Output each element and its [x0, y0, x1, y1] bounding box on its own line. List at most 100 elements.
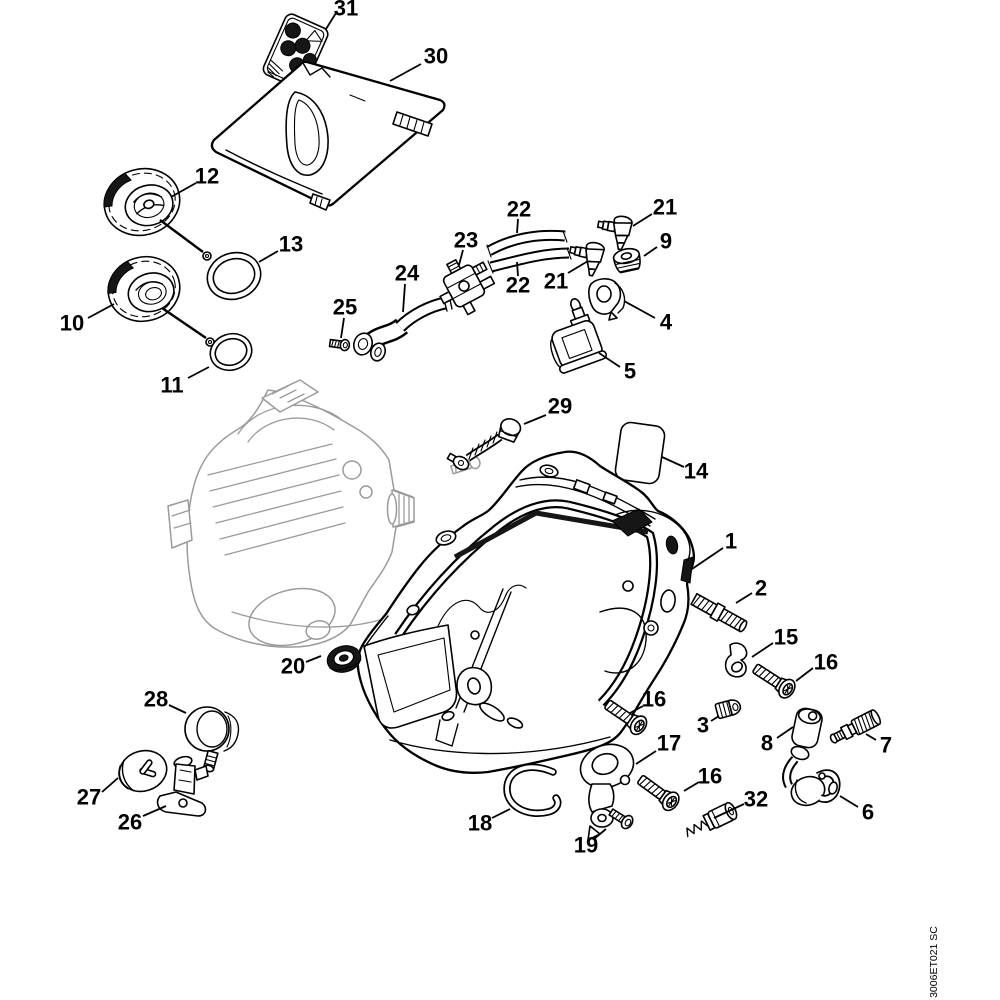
part-3-nipple: [714, 699, 742, 720]
part-number-label: 27: [77, 785, 101, 810]
part-1-tank-housing: [356, 450, 696, 774]
leader-line: [258, 250, 279, 263]
part-10-cap: [107, 255, 215, 347]
part-callout-26: 26: [118, 805, 167, 835]
part-number-label: 13: [279, 232, 303, 257]
part-2-stud: [690, 592, 748, 633]
leader-line: [170, 182, 197, 198]
part-callout-16: 16: [629, 687, 666, 714]
part-number-label: 24: [395, 261, 420, 286]
part-5-filter: [550, 298, 608, 374]
part-number-label: 29: [548, 394, 572, 419]
engine-reference: [167, 379, 481, 648]
part-callout-32: 32: [713, 787, 768, 819]
leader-line: [340, 317, 345, 339]
part-29-vent-hose: [446, 418, 522, 471]
leader-line: [683, 781, 700, 792]
part-number-label: 4: [660, 310, 673, 335]
part-callout-16: 16: [683, 764, 722, 792]
leader-line: [751, 642, 774, 658]
part-callout-11: 11: [160, 366, 210, 398]
part-24-elbow-pipe: [352, 294, 453, 362]
part-25-screw: [328, 338, 351, 352]
part-callout-2: 2: [735, 576, 767, 604]
part-11-o-ring: [209, 332, 253, 372]
part-callout-22: 22: [506, 261, 530, 298]
leader-line: [458, 249, 464, 266]
part-number-label: 19: [574, 833, 598, 858]
leader-line: [516, 261, 519, 277]
part-callout-18: 18: [468, 808, 511, 836]
part-number-label: 17: [657, 731, 681, 756]
part-number-label: 9: [660, 229, 672, 254]
part-4-bracket: [588, 278, 626, 321]
part-callout-24: 24: [395, 261, 420, 313]
part-26-bracket: [156, 755, 209, 817]
part-16-screw-c: [633, 770, 684, 815]
leader-line: [593, 828, 607, 840]
drawing-number: 3006ET021 SC: [928, 926, 940, 998]
part-21-connector-lower: [568, 241, 605, 277]
part-callout-14: 14: [661, 456, 709, 484]
part-callout-3: 3: [697, 713, 720, 738]
leader-line: [629, 705, 644, 714]
part-callout-27: 27: [77, 777, 119, 810]
part-19-screw: [608, 808, 634, 830]
leader-line: [305, 655, 322, 663]
part-callout-1: 1: [691, 529, 737, 570]
part-28-primer-body: [184, 706, 240, 773]
part-27-cap: [118, 749, 168, 793]
part-number-label: 10: [60, 311, 84, 336]
part-15-clip: [724, 642, 748, 678]
part-number-label: 31: [334, 0, 358, 21]
leader-line: [523, 414, 547, 425]
part-number-label: 6: [862, 800, 874, 825]
part-callout-15: 15: [751, 625, 798, 658]
part-23-valve-block: [439, 259, 496, 316]
part-number-label: 26: [118, 810, 142, 835]
part-number-label: 28: [144, 687, 168, 712]
part-number-label: 16: [814, 650, 838, 675]
part-8-sleeve: [791, 707, 823, 749]
part-number-label: 5: [624, 359, 636, 384]
part-number-label: 32: [744, 787, 768, 812]
part-number-label: 16: [698, 764, 722, 789]
part-number-label: 2: [755, 576, 767, 601]
leader-line: [661, 456, 685, 468]
part-callout-19: 19: [574, 828, 607, 858]
leader-line: [325, 12, 337, 30]
part-callout-6: 6: [839, 795, 874, 825]
part-21-connector-upper: [596, 215, 633, 251]
part-20-grommet: [326, 645, 362, 673]
leader-line: [516, 218, 519, 234]
part-number-label: 12: [195, 164, 219, 189]
leader-line: [491, 808, 511, 819]
part-callout-28: 28: [144, 687, 187, 714]
leader-line: [710, 715, 720, 722]
leader-line: [839, 795, 859, 808]
part-callout-5: 5: [598, 352, 636, 384]
leader-line: [776, 726, 794, 739]
part-callout-31: 31: [325, 0, 358, 30]
leader-line: [691, 547, 724, 570]
part-callout-25: 25: [333, 295, 357, 339]
part-callout-30: 30: [389, 44, 448, 82]
part-7-valve: [829, 709, 882, 744]
part-callout-29: 29: [523, 394, 572, 425]
part-32-screw-with-spring: [686, 801, 738, 838]
leader-line: [735, 592, 753, 604]
part-number-label: 11: [160, 373, 183, 398]
part-18-spring-clip: [503, 763, 562, 817]
part-callout-23: 23: [454, 228, 478, 266]
leader-line: [142, 805, 167, 817]
part-callout-13: 13: [258, 232, 303, 263]
part-callout-9: 9: [643, 229, 672, 257]
part-6-elbow-fitting: [782, 745, 841, 807]
part-number-label: 20: [281, 654, 305, 679]
part-number-label: 14: [684, 459, 709, 484]
leader-line: [713, 803, 745, 819]
part-callout-22: 22: [507, 197, 531, 234]
leader-line: [187, 366, 210, 379]
part-number-label: 21: [653, 195, 677, 220]
